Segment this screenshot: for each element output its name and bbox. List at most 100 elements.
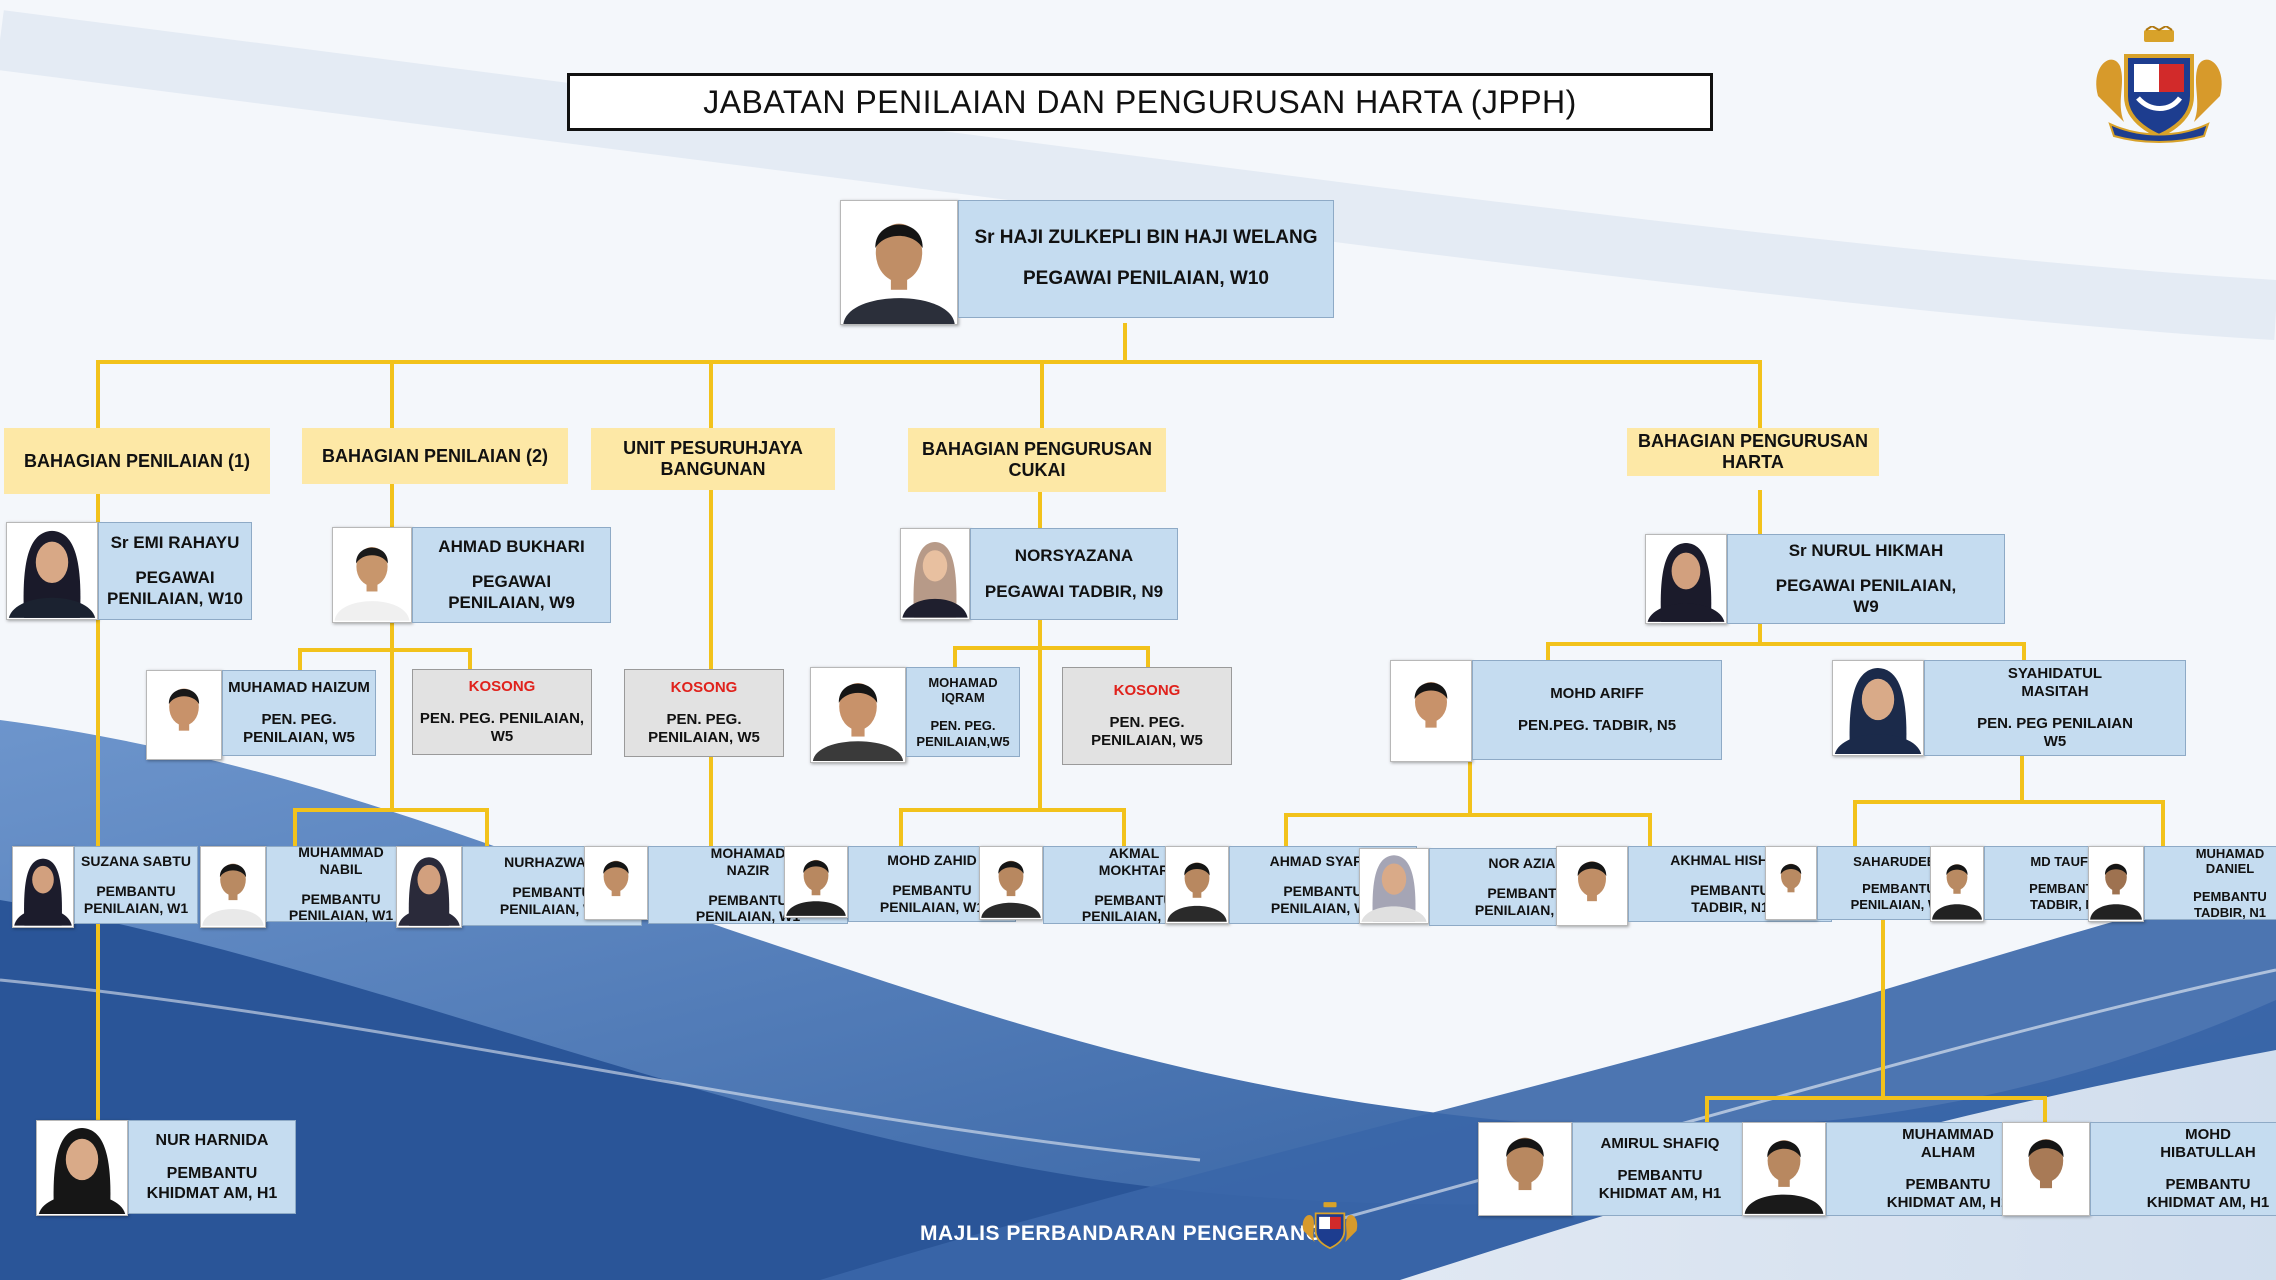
staff-photo [979, 846, 1043, 920]
page-title: JABATAN PENILAIAN DAN PENGURUSAN HARTA (… [567, 73, 1713, 131]
head-name: Sr HAJI ZULKEPLI BIN HAJI WELANG [974, 227, 1318, 249]
staff-name: KOSONG [670, 679, 738, 696]
staff-photo [200, 846, 266, 928]
staff-name: Sr NURUL HIKMAH [1788, 540, 1944, 560]
staff-photo [1645, 534, 1727, 624]
staff-name: MUHAMMAD ALHAM [1902, 1126, 1994, 1161]
staff-position: PEGAWAI PENILAIAN, W9 [448, 572, 575, 612]
staff-name: MUHAMMAD NABIL [298, 843, 384, 877]
staff-card-norsyazana[interactable]: NORSYAZANA PEGAWAI TADBIR, N9 [900, 528, 1178, 620]
staff-name: AMIRUL SHAFIQ [1600, 1135, 1720, 1152]
staff-name: NURHAZWANI [504, 854, 600, 871]
staff-name: MOHD ZAHID [887, 852, 977, 869]
staff-photo [396, 846, 462, 928]
staff-position: PEMBANTU PENILAIAN, W1 [288, 890, 394, 924]
staff-photo [1742, 1122, 1826, 1216]
staff-card-muhamad-haizum[interactable]: MUHAMAD HAIZUM PEN. PEG. PENILAIAN, W5 [146, 670, 376, 760]
staff-name: Sr EMI RAHAYU [110, 532, 240, 552]
staff-name: SUZANA SABTU [81, 853, 191, 870]
dept-pengurusan-harta: BAHAGIAN PENGURUSAN HARTA [1627, 428, 1879, 476]
staff-photo [36, 1120, 128, 1216]
staff-position: PEMBANTU PENILAIAN, W1 [83, 883, 189, 916]
staff-photo [1930, 846, 1984, 922]
staff-photo [6, 522, 98, 620]
staff-info: SUZANA SABTU PEMBANTU PENILAIAN, W1 [74, 846, 198, 924]
staff-name: SYAHIDATUL MASITAH [2007, 665, 2103, 700]
staff-name: AHMAD BUKHARI [438, 536, 585, 556]
footer-council-name: MAJLIS PERBANDARAN PENGERANG [920, 1222, 1323, 1245]
staff-photo [784, 846, 848, 918]
staff-photo [1765, 846, 1817, 920]
dept-pengurusan-cukai: BAHAGIAN PENGURUSAN CUKAI [908, 428, 1166, 492]
staff-name: NORSYAZANA [1014, 546, 1134, 566]
staff-photo [584, 846, 648, 920]
staff-position: PEN. PEG PENILAIAN W5 [1977, 715, 2133, 750]
staff-card-kosong-6[interactable]: KOSONG PEN. PEG. PENILAIAN, W5 [624, 669, 784, 757]
head-info: Sr HAJI ZULKEPLI BIN HAJI WELANG PEGAWAI… [958, 200, 1334, 318]
staff-photo [332, 527, 412, 623]
council-crest-logo [2096, 26, 2222, 143]
footer-crest-logo [1302, 1202, 1358, 1250]
staff-photo [2002, 1122, 2090, 1216]
staff-photo [810, 667, 906, 763]
staff-name: MUHAMAD HAIZUM [228, 679, 370, 696]
staff-position: PEN. PEG. PENILAIAN, W5 [243, 711, 355, 746]
staff-info: KOSONG PEN. PEG. PENILAIAN, W5 [624, 669, 784, 757]
dept-pesuruhjaya-bangunan: UNIT PESURUHJAYA BANGUNAN [591, 428, 835, 490]
staff-info: MUHAMMAD NABIL PEMBANTU PENILAIAN, W1 [266, 843, 416, 924]
staff-photo [146, 670, 222, 760]
staff-card-muhammad-alham[interactable]: MUHAMMAD ALHAM PEMBANTU KHIDMAT AM, H1 [1742, 1122, 2070, 1216]
staff-position: PEMBANTU KHIDMAT AM, H1 [1886, 1176, 2010, 1211]
staff-position: PEMBANTU PENILAIAN, W1 [879, 882, 985, 915]
staff-card-mohd-hibatullah[interactable]: MOHD HIBATULLAH PEMBANTU KHIDMAT AM, H1 [2002, 1122, 2276, 1216]
staff-info: SYAHIDATUL MASITAH PEN. PEG PENILAIAN W5 [1924, 660, 2186, 756]
staff-name: KOSONG [468, 678, 536, 695]
staff-info: KOSONG PEN. PEG. PENILAIAN, W5 [1062, 667, 1232, 765]
staff-name: NOR AZIAH [1488, 855, 1566, 872]
staff-card-ahmad-bukhari[interactable]: AHMAD BUKHARI PEGAWAI PENILAIAN, W9 [332, 527, 611, 623]
staff-position: PEMBANTU PENILAIAN, W1 [499, 884, 604, 917]
staff-photo [1165, 846, 1229, 924]
staff-info: MUHAMAD HAIZUM PEN. PEG. PENILAIAN, W5 [222, 670, 376, 756]
staff-photo [900, 528, 970, 620]
staff-position: PEMBANTU KHIDMAT AM, H1 [1598, 1167, 1722, 1202]
staff-photo [2088, 846, 2144, 922]
staff-photo [1359, 848, 1429, 924]
staff-card-amirul-shafiq[interactable]: AMIRUL SHAFIQ PEMBANTU KHIDMAT AM, H1 [1478, 1122, 1748, 1216]
staff-card-muhammad-nabil[interactable]: MUHAMMAD NABIL PEMBANTU PENILAIAN, W1 [200, 843, 416, 928]
staff-card-sr-nurul-hikmah[interactable]: Sr NURUL HIKMAH PEGAWAI PENILAIAN, W9 [1645, 534, 2005, 624]
dept-penilaian-1: BAHAGIAN PENILAIAN (1) [4, 428, 270, 494]
head-card[interactable]: Sr HAJI ZULKEPLI BIN HAJI WELANG PEGAWAI… [840, 200, 1334, 325]
staff-name: MOHAMAD IQRAM [928, 674, 998, 706]
staff-name: MOHD HIBATULLAH [2160, 1126, 2256, 1161]
staff-name: MOHAMAD NAZIR [710, 844, 786, 878]
staff-photo [1556, 846, 1628, 926]
staff-card-nurhazwani[interactable]: NURHAZWANI PEMBANTU PENILAIAN, W1 [396, 846, 642, 928]
staff-position: PEMBANTU KHIDMAT AM, H1 [2146, 1176, 2270, 1211]
staff-info: Sr NURUL HIKMAH PEGAWAI PENILAIAN, W9 [1727, 534, 2005, 624]
staff-card-syahidatul-masitah[interactable]: SYAHIDATUL MASITAH PEN. PEG PENILAIAN W5 [1832, 660, 2186, 756]
staff-name: KOSONG [1113, 682, 1181, 699]
staff-position: PEN. PEG. PENILAIAN, W5 [648, 711, 760, 746]
staff-position: PEMBANTU TADBIR, N1 [2193, 889, 2267, 920]
staff-position: PEN. PEG. PENILAIAN, W5 [1091, 714, 1203, 749]
head-position: PEGAWAI PENILAIAN, W10 [1023, 268, 1269, 289]
dept-penilaian-2: BAHAGIAN PENILAIAN (2) [302, 428, 568, 484]
staff-position: PEGAWAI TADBIR, N9 [984, 581, 1164, 601]
staff-card-kosong-8[interactable]: KOSONG PEN. PEG. PENILAIAN, W5 [1062, 667, 1232, 765]
staff-info: AMIRUL SHAFIQ PEMBANTU KHIDMAT AM, H1 [1572, 1122, 1748, 1216]
staff-position: PEGAWAI PENILAIAN, W9 [1775, 576, 1957, 616]
staff-card-suzana-sabtu[interactable]: SUZANA SABTU PEMBANTU PENILAIAN, W1 [12, 846, 198, 928]
